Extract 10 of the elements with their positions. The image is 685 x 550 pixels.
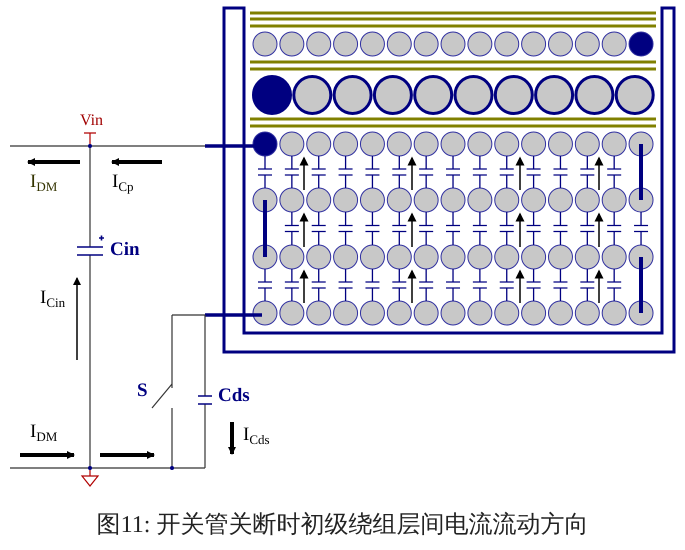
figure-caption: 图11: 开关管关断时初级绕组层间电流流动方向 (96, 510, 590, 540)
current-label: I$_{DM}$ (30, 422, 58, 443)
current-label: I$_{Cin}$ (40, 288, 66, 309)
voltage-label: Vin (80, 113, 104, 129)
component-label: S (137, 381, 148, 400)
current-label: I$_{Cds}$ (243, 425, 270, 446)
component-label: Cds (218, 386, 250, 405)
current-label: I$_{Cp}$ (112, 172, 134, 193)
component-label: Cin (110, 240, 140, 259)
current-label: I$_{DM}$ (30, 172, 58, 193)
